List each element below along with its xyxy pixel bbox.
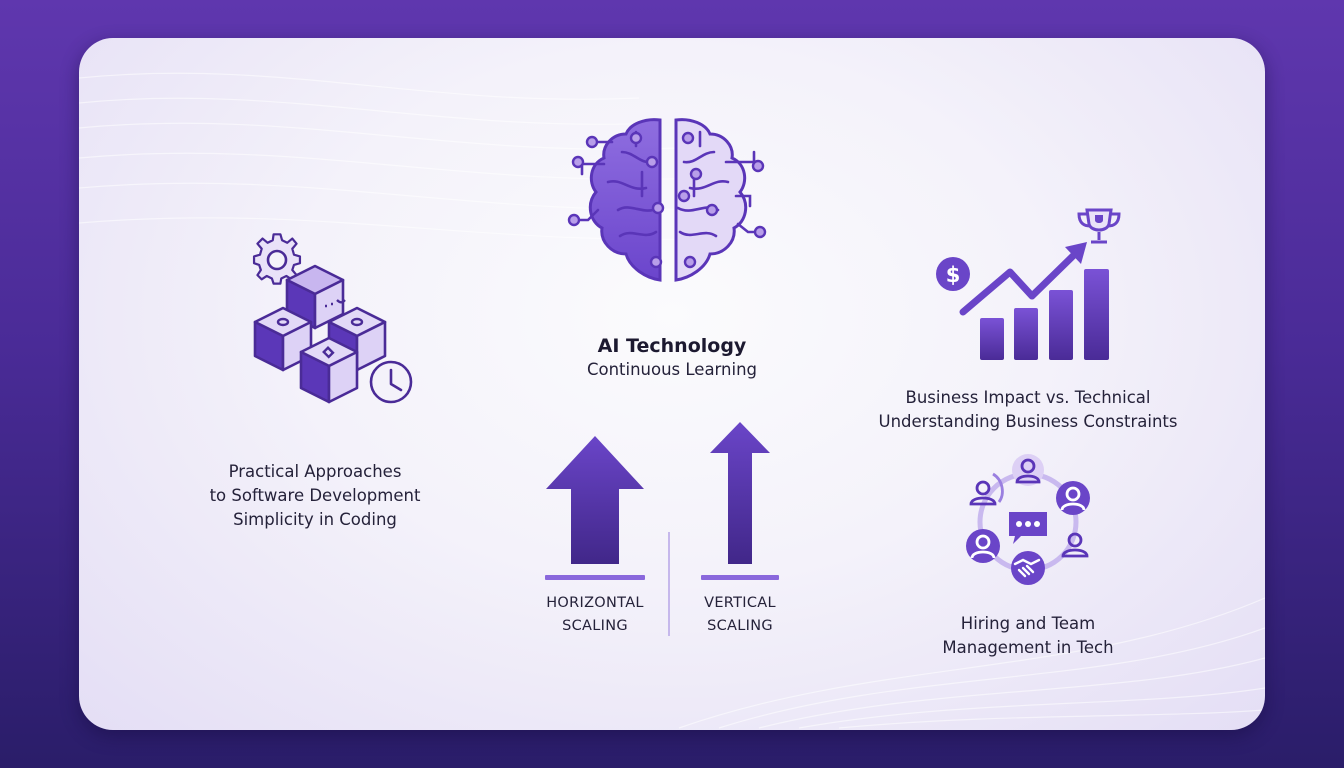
- horizontal-underline: [545, 575, 645, 580]
- business-impact-line-2: Understanding Business Constraints: [878, 412, 1178, 431]
- business-impact-line-1: Business Impact vs. Technical: [905, 388, 1151, 407]
- horizontal-scaling-line-2: SCALING: [562, 618, 628, 634]
- chat-dots-icon: [1016, 521, 1040, 527]
- vertical-underline: [701, 575, 779, 580]
- horizontal-scaling-line-1: HORIZONTAL: [546, 595, 644, 611]
- brain-circuit-icon: [567, 118, 767, 282]
- ai-technology-subtitle: Continuous Learning: [586, 360, 758, 379]
- dollar-sign-icon: $: [946, 263, 961, 287]
- vertical-scaling-section: VERTICAL SCALING: [690, 420, 790, 638]
- tall-up-arrow-icon: [701, 422, 779, 580]
- wide-up-arrow-icon: [545, 436, 645, 580]
- ai-technology-title: AI Technology: [597, 335, 747, 357]
- hiring-team-line-2: Management in Tech: [942, 638, 1114, 657]
- vertical-scaling-line-1: VERTICAL: [704, 595, 776, 611]
- vertical-scaling-line-2: SCALING: [707, 618, 773, 634]
- business-impact-section: $ Business Impact vs. Technical Understa…: [868, 202, 1188, 434]
- ai-technology-section: AI Technology Continuous Learning: [560, 112, 784, 382]
- team-network-icon: [966, 454, 1090, 585]
- scaling-divider: [668, 532, 670, 636]
- growth-chart-trophy-icon: $: [936, 208, 1121, 360]
- software-development-line-3: Simplicity in Coding: [233, 510, 397, 529]
- cubes-gear-clock-icon: [252, 233, 413, 404]
- horizontal-scaling-section: HORIZONTAL SCALING: [530, 430, 660, 638]
- handshake-icon: [1013, 558, 1041, 578]
- hiring-team-line-1: Hiring and Team: [960, 614, 1096, 633]
- software-development-line-2: to Software Development: [209, 486, 421, 505]
- software-development-section: Practical Approaches to Software Develop…: [180, 232, 450, 532]
- software-development-line-1: Practical Approaches: [228, 462, 402, 481]
- hiring-team-section: Hiring and Team Management in Tech: [908, 450, 1148, 660]
